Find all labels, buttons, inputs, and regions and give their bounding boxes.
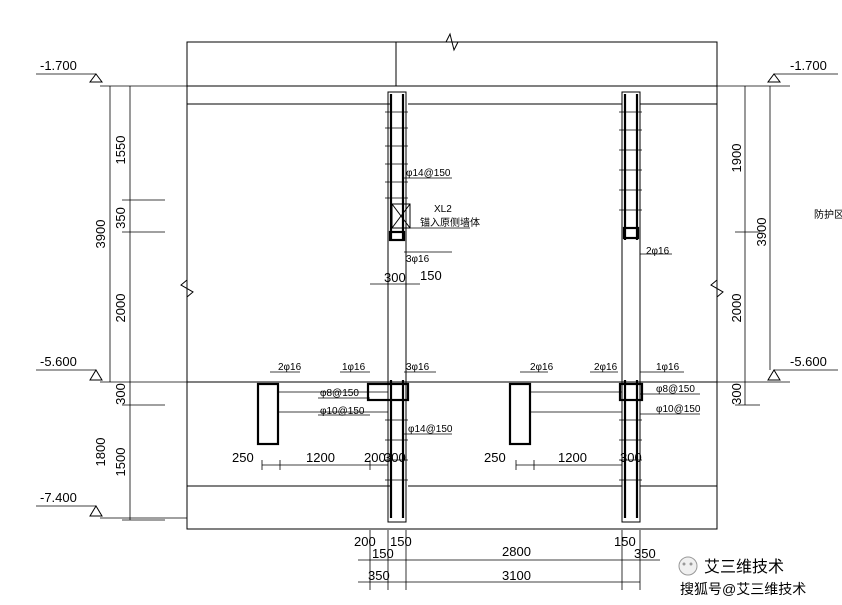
- dim-right-300: 300: [729, 383, 744, 405]
- dim-left-300: 300: [113, 383, 128, 405]
- beam-left-200: 200: [364, 450, 386, 465]
- beam-right-1200: 1200: [558, 450, 587, 465]
- dim-left-3900: 3900: [93, 220, 108, 249]
- rebar-2phi16-right-a: 2φ16: [530, 362, 554, 373]
- beam-right-300: 300: [620, 450, 642, 465]
- rebar-3phi16-upper: 3φ16: [406, 254, 430, 265]
- outer-frame: [180, 32, 724, 530]
- elev-left-mid: -5.600: [40, 354, 77, 369]
- dim-right-2000: 2000: [729, 294, 744, 323]
- rebar-phi14-150-bot: φ14@150: [408, 424, 453, 435]
- right-dimension-lines: [717, 73, 838, 406]
- beam-right-250: 250: [484, 450, 506, 465]
- dim-bottom-200: 200: [354, 534, 376, 549]
- dim-top-300: 300: [384, 270, 406, 285]
- dim-bottom-150c: 150: [614, 534, 636, 549]
- note-code: XL2: [434, 204, 452, 215]
- rebar-1phi16-left: 1φ16: [342, 362, 366, 373]
- right-wall-column: [619, 91, 642, 523]
- dim-left-2000: 2000: [113, 294, 128, 323]
- dim-left-1800: 1800: [93, 438, 108, 467]
- dim-bottom-3100: 3100: [502, 568, 531, 583]
- elev-right-mid: -5.600: [790, 354, 827, 369]
- rebar-1phi16-right: 1φ16: [656, 362, 680, 373]
- dim-bottom-2800: 2800: [502, 544, 531, 559]
- dim-right-3900: 3900: [754, 218, 769, 247]
- watermark: 艾三维技术 搜狐号@艾三维技术: [678, 556, 806, 597]
- rebar-2phi16-left-beam: 2φ16: [278, 362, 302, 373]
- left-dimension-lines: [36, 73, 187, 521]
- note-text: 锚入原侧墙体: [420, 216, 480, 229]
- rebar-3phi16-lower: 3φ16: [406, 362, 430, 373]
- rebar-phi14-150-top: φ14@150: [406, 168, 451, 179]
- left-wall-column: [385, 91, 411, 523]
- beam-left-1200: 1200: [306, 450, 335, 465]
- bottom-dimension-lines: [261, 270, 660, 590]
- rebar-2phi16-right-b: 2φ16: [594, 362, 618, 373]
- dim-bottom-150a: 150: [390, 534, 412, 549]
- dim-top-150: 150: [420, 268, 442, 283]
- rebar-phi8-left: φ8@150: [320, 388, 359, 399]
- dim-bottom-150b: 150: [372, 546, 394, 561]
- dim-left-1500: 1500: [113, 448, 128, 477]
- rebar-phi10-right: φ10@150: [656, 404, 701, 415]
- beam-right: [508, 382, 644, 446]
- rebar-2phi16-right-top: 2φ16: [646, 246, 670, 257]
- beam-left-300: 300: [384, 450, 406, 465]
- watermark-source: 搜狐号@艾三维技术: [680, 581, 806, 597]
- beam-left: [256, 382, 410, 446]
- watermark-channel: 艾三维技术: [704, 558, 784, 576]
- dim-left-1550: 1550: [113, 136, 128, 165]
- beam-left-250: 250: [232, 450, 254, 465]
- rebar-phi10-left: φ10@150: [320, 406, 365, 417]
- elev-right-top: -1.700: [790, 58, 827, 73]
- dim-right-1900: 1900: [729, 144, 744, 173]
- elev-left-top: -1.700: [40, 58, 77, 73]
- right-edge-label: 防护区: [814, 208, 842, 221]
- elev-left-bot: -7.400: [40, 490, 77, 505]
- wechat-icon: [678, 556, 698, 576]
- dim-bottom-350a: 350: [634, 546, 656, 561]
- rebar-phi8-right: φ8@150: [656, 384, 695, 395]
- leader-lines: [270, 177, 700, 435]
- dim-bottom-350b: 350: [368, 568, 390, 583]
- dim-left-350: 350: [113, 207, 128, 229]
